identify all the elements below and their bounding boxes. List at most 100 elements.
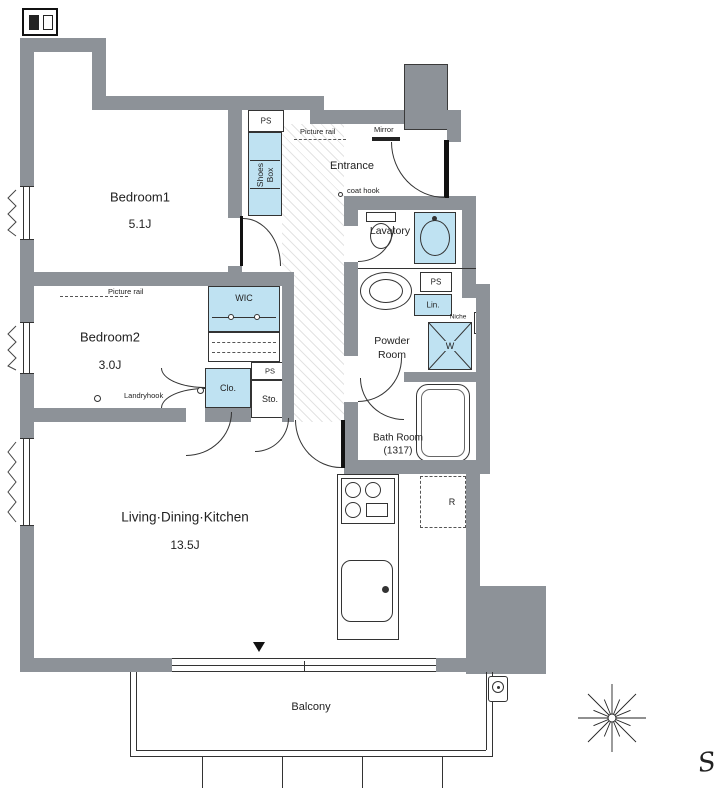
- bedroom1-size: 5.1J: [128, 217, 152, 231]
- powder-basin-inner: [369, 279, 403, 303]
- storage-door-swing: [255, 418, 289, 452]
- shoes-box-label: Shoes Box: [255, 162, 275, 188]
- ldk-door-swing: [295, 420, 341, 468]
- wall-powder-left: [344, 268, 358, 356]
- ldk-size: 13.5J: [170, 538, 200, 552]
- sink-faucet: [382, 586, 389, 593]
- wic-hanger-ring: [254, 314, 260, 320]
- balcony-rail-bottom-inner: [136, 750, 486, 751]
- bath-room-size: (1317): [383, 445, 413, 457]
- wall-top-b: [92, 96, 316, 110]
- stove-burner: [345, 502, 361, 518]
- wall-wic-top: [208, 272, 294, 286]
- closet-label: Clo.: [219, 383, 237, 393]
- wic-shelf: [208, 332, 280, 362]
- bedroom1-door-swing: [243, 218, 281, 266]
- refrigerator-space: [420, 476, 466, 528]
- picture-rail-entrance-label: Picture rail: [300, 127, 336, 136]
- balcony-opening-marker: [253, 642, 265, 652]
- lavatory-faucet: [432, 216, 437, 221]
- bedroom1-door-leaf: [240, 216, 243, 266]
- wic-shelf-dash: [212, 342, 276, 343]
- window-louver-icon: [7, 189, 17, 237]
- closet-door-swing: [161, 368, 205, 388]
- wic-shelf-dash: [212, 352, 276, 353]
- pipe-space-right-box: [420, 272, 452, 292]
- balcony-tick: [442, 756, 443, 788]
- wall-lavatory-top: [344, 196, 476, 210]
- wall-bath-top: [404, 372, 476, 382]
- mirror-bar: [372, 137, 400, 141]
- window-louver-icon: [7, 441, 17, 523]
- mirror-label: Mirror: [374, 125, 394, 134]
- closet-box: [205, 368, 251, 408]
- balcony-label: Balcony: [291, 701, 331, 713]
- lavatory-label: Lavatory: [369, 225, 411, 237]
- pipe-space-mid-label: PS: [264, 366, 276, 376]
- wall-hall-left: [282, 286, 294, 422]
- direction-s-label: S: [695, 746, 718, 780]
- wall-bed2-south: [34, 408, 186, 422]
- powder-room-label-2: Room: [377, 349, 407, 361]
- balcony-tick: [362, 756, 363, 788]
- bath-door-swing: [360, 378, 404, 420]
- wall-right-above-door: [447, 110, 461, 142]
- wall-right-bath: [476, 298, 490, 474]
- wall-top-a: [20, 38, 106, 52]
- balcony-rail-right-inner: [486, 672, 487, 750]
- laundry-hook-mark: [197, 387, 204, 394]
- niche-label: Niche: [449, 313, 467, 321]
- window-balcony-sliding: [172, 658, 436, 672]
- wall-top-step: [92, 38, 106, 110]
- ldk-label: Living·Dining·Kitchen: [121, 509, 249, 525]
- bedroom2-door-swing: [186, 412, 232, 456]
- bedroom2-size: 3.0J: [98, 358, 122, 372]
- wall-bed1-right-stub: [228, 266, 242, 274]
- wall-bath-bottom: [344, 460, 490, 474]
- picture-rail-bedroom2-label: Picture rail: [108, 287, 144, 296]
- refrigerator-label: R: [448, 497, 456, 507]
- window-louver-icon: [7, 325, 17, 371]
- bedroom2-label: Bedroom2: [80, 329, 140, 345]
- front-door-leaf: [444, 140, 449, 198]
- wall-right-kitchen: [466, 474, 480, 588]
- wall-powder-left-low: [344, 402, 358, 474]
- wic-label: WIC: [235, 293, 253, 303]
- lavatory-sink-basin: [420, 220, 450, 256]
- ldk-door-leaf: [341, 420, 345, 468]
- window-bedroom1: [20, 186, 34, 240]
- wall-lavatory-left-a: [344, 210, 358, 226]
- wall-lavatory-left-b: [344, 262, 358, 268]
- balcony-tick: [282, 756, 283, 788]
- balcony-rail-bottom: [130, 756, 492, 757]
- balcony-tick: [202, 756, 203, 788]
- picture-rail-line: [294, 139, 346, 140]
- wall-right-jut: [462, 284, 490, 298]
- wall-bottom-left: [20, 658, 172, 672]
- linen-box: [414, 294, 452, 316]
- picture-rail-line: [60, 296, 128, 297]
- wic-hanger-ring: [228, 314, 234, 320]
- wall-bed1-bed2: [34, 272, 208, 286]
- laundry-hook-mark: [94, 395, 101, 402]
- wall-bed1-right: [228, 110, 242, 218]
- storage-label: Sto.: [261, 394, 279, 404]
- window-ldk: [20, 438, 34, 526]
- compass-icon: [578, 684, 646, 752]
- lavatory-bottom-line: [358, 268, 476, 269]
- toilet-tank: [366, 212, 396, 222]
- washer-label: W: [444, 341, 456, 351]
- wall-right-lavatory: [462, 210, 476, 298]
- entrance-label: Entrance: [329, 160, 375, 172]
- bath-room-label: Bath Room: [372, 432, 424, 444]
- duct-block-topright: [404, 64, 448, 130]
- wall-top-c: [310, 110, 406, 124]
- pipe-space-top-box: [248, 110, 284, 132]
- shoes-box: [248, 132, 282, 216]
- coat-hook-label: coat hook: [347, 186, 380, 195]
- elevator-icon: [22, 8, 58, 36]
- balcony-rail-right: [492, 672, 493, 757]
- stove-grill: [366, 503, 388, 517]
- balcony-rail-left: [130, 672, 131, 756]
- wall-bottom-right: [436, 658, 480, 672]
